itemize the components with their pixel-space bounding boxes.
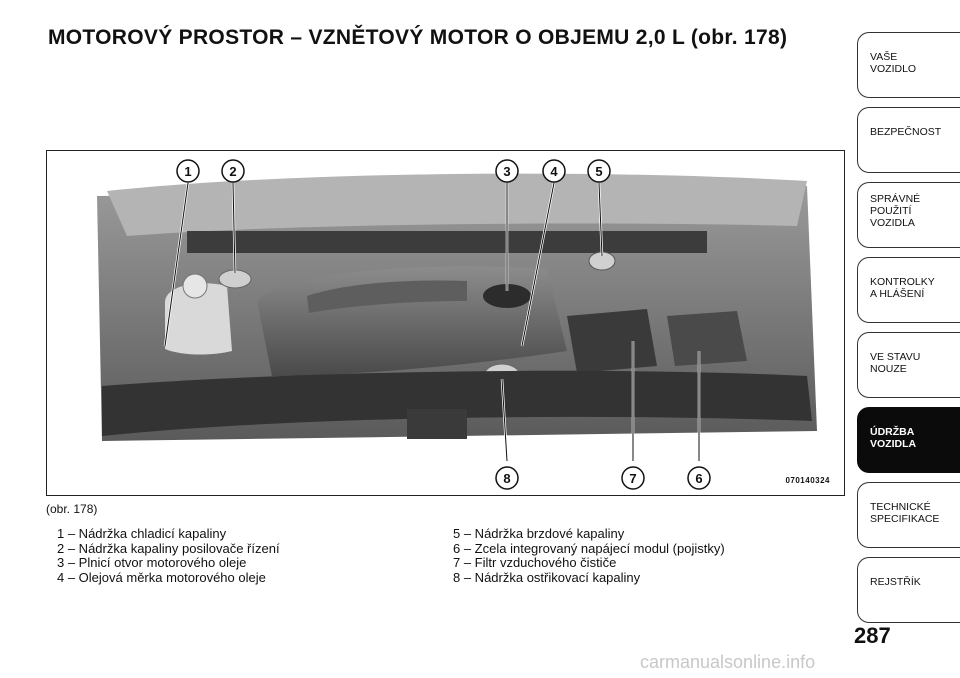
callout-1 bbox=[176, 159, 200, 183]
tab-technicke-specifikace[interactable]: TECHNICKÉ SPECIFIKACE bbox=[857, 482, 960, 548]
callout-6 bbox=[687, 466, 711, 490]
page-number: 287 bbox=[854, 623, 891, 648]
callout-label-7: 7 bbox=[629, 471, 636, 486]
legend-item: 6 – Zcela integrovaný napájecí modul (po… bbox=[453, 540, 725, 556]
callout-7 bbox=[621, 466, 645, 490]
legend-left: 1 – Nádržka chladicí kapaliny 2 – Nádržk… bbox=[57, 526, 280, 585]
callout-8 bbox=[495, 466, 519, 490]
engine-illustration: 1 2 3 4 5 6 7 8 bbox=[97, 159, 817, 490]
chapter-tabs: VAŠE VOZIDLO BEZPEČNOST SPRÁVNÉ POUŽITÍ … bbox=[857, 32, 960, 632]
tab-rejstrik[interactable]: REJSTŘÍK bbox=[857, 557, 960, 623]
callout-2 bbox=[221, 159, 245, 183]
tab-ve-stavu-nouze[interactable]: VE STAVU NOUZE bbox=[857, 332, 960, 398]
legend-item: 8 – Nádržka ostřikovací kapaliny bbox=[453, 569, 641, 585]
legend-right: 5 – Nádržka brzdové kapaliny 6 – Zcela i… bbox=[453, 526, 725, 585]
callout-label-5: 5 bbox=[595, 164, 602, 179]
tab-udrzba-vozidla[interactable]: ÚDRŽBA VOZIDLA bbox=[857, 407, 960, 473]
callout-label-1: 1 bbox=[184, 164, 191, 179]
tab-kontrolky-a-hlaseni[interactable]: KONTROLKY A HLÁŠENÍ bbox=[857, 257, 960, 323]
legend-item: 2 – Nádržka kapaliny posilovače řízení bbox=[57, 540, 280, 556]
callout-label-2: 2 bbox=[229, 164, 236, 179]
engine-compartment-figure: 1 2 3 4 5 6 7 8 070140324 bbox=[46, 150, 845, 496]
figure-caption: (obr. 178) bbox=[46, 502, 98, 516]
watermark: carmanualsonline.info bbox=[640, 652, 816, 672]
tab-vase-vozidlo[interactable]: VAŠE VOZIDLO bbox=[857, 32, 960, 98]
legend-item: 3 – Plnicí otvor motorového oleje bbox=[57, 555, 247, 570]
callout-label-4: 4 bbox=[550, 164, 558, 179]
page-title: MOTOROVÝ PROSTOR – VZNĚTOVÝ MOTOR O OBJE… bbox=[48, 26, 788, 49]
tab-spravne-pouziti-vozidla[interactable]: SPRÁVNÉ POUŽITÍ VOZIDLA bbox=[857, 182, 960, 248]
tab-bezpecnost[interactable]: BEZPEČNOST bbox=[857, 107, 960, 173]
callout-label-3: 3 bbox=[503, 164, 510, 179]
legend-item: 1 – Nádržka chladicí kapaliny bbox=[57, 526, 227, 541]
figure-code: 070140324 bbox=[785, 476, 830, 485]
callout-5 bbox=[587, 159, 611, 183]
legend-item: 7 – Filtr vzduchového čističe bbox=[453, 555, 617, 570]
legend-item: 5 – Nádržka brzdové kapaliny bbox=[453, 526, 625, 541]
callout-label-6: 6 bbox=[695, 471, 702, 486]
callout-label-8: 8 bbox=[503, 471, 510, 486]
callout-4 bbox=[542, 159, 566, 183]
callout-3 bbox=[495, 159, 519, 183]
legend-item: 4 – Olejová měrka motorového oleje bbox=[57, 569, 266, 585]
